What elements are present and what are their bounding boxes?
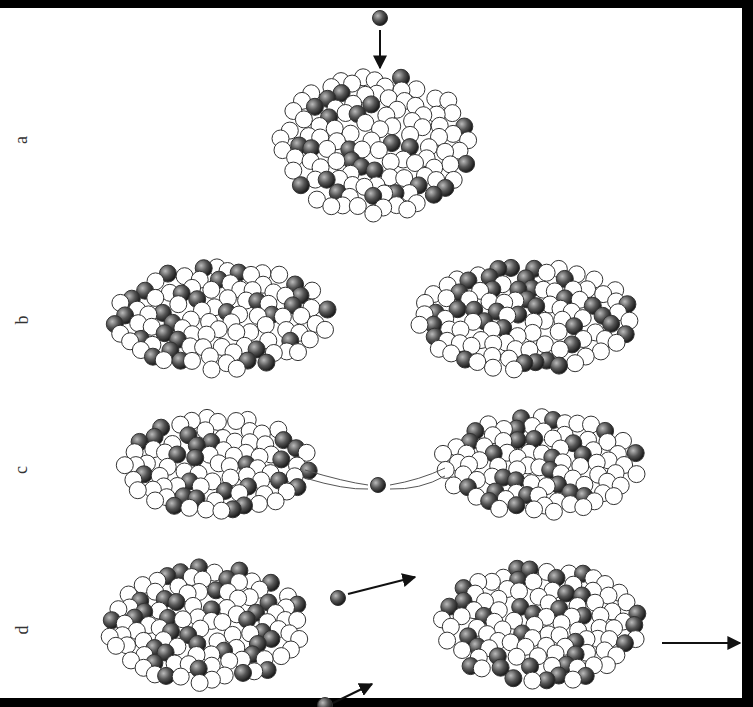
proton — [511, 583, 528, 600]
proton — [250, 495, 267, 512]
neutron — [235, 664, 252, 681]
proton — [469, 354, 486, 371]
neutron — [458, 155, 475, 172]
proton — [550, 323, 567, 340]
neutron — [318, 698, 333, 707]
proton — [317, 321, 334, 338]
proton — [365, 205, 382, 222]
proton — [184, 352, 201, 369]
neutron-arrow — [379, 30, 381, 68]
proton — [295, 111, 312, 128]
proton — [608, 334, 625, 351]
fragment-arrow — [662, 642, 740, 644]
proton — [444, 105, 461, 122]
proton — [349, 198, 366, 215]
neutron — [273, 451, 290, 468]
neutron-arrow — [333, 684, 372, 703]
proton — [267, 493, 284, 510]
neutron — [528, 298, 545, 315]
proton — [323, 198, 340, 215]
stage-label: a — [12, 136, 30, 144]
proton — [399, 201, 416, 218]
proton — [155, 352, 172, 369]
proton — [526, 501, 543, 518]
nucleus — [434, 560, 646, 689]
proton — [170, 296, 187, 313]
proton — [473, 660, 490, 677]
proton — [536, 336, 553, 353]
neutron — [371, 478, 386, 493]
proton — [382, 153, 399, 170]
proton — [271, 266, 288, 283]
neutron-arrow — [348, 577, 415, 594]
proton — [435, 445, 452, 462]
proton — [485, 359, 502, 376]
nucleus — [106, 259, 336, 378]
neutron — [373, 11, 388, 26]
neutron — [551, 357, 568, 374]
neutron — [258, 354, 275, 371]
nucleus — [116, 409, 317, 519]
neutron — [292, 177, 309, 194]
neutron — [166, 497, 183, 514]
proton — [147, 289, 164, 306]
proton — [525, 573, 542, 590]
proton — [442, 156, 459, 173]
proton — [411, 316, 428, 333]
proton — [506, 361, 523, 378]
proton — [191, 674, 208, 691]
proton — [564, 671, 581, 688]
proton — [257, 317, 274, 334]
neutron — [366, 162, 383, 179]
stage-label: b — [13, 315, 31, 324]
proton — [439, 632, 456, 649]
proton — [567, 355, 584, 372]
proton — [116, 457, 133, 474]
proton — [147, 492, 164, 509]
proton — [491, 500, 508, 517]
proton — [107, 637, 124, 654]
neutron — [187, 449, 204, 466]
proton — [575, 499, 592, 516]
proton — [203, 361, 220, 378]
proton — [198, 501, 215, 518]
proton — [538, 264, 555, 281]
nucleus — [101, 559, 308, 692]
nucleus — [435, 409, 646, 521]
proton — [454, 642, 471, 659]
proton — [181, 499, 198, 516]
neutron — [425, 186, 442, 203]
nucleus — [272, 69, 477, 222]
proton — [628, 466, 645, 483]
proton — [545, 503, 562, 520]
neutron — [505, 670, 522, 687]
proton — [605, 488, 622, 505]
neutron — [331, 591, 346, 606]
neutron — [603, 315, 620, 332]
proton — [129, 482, 146, 499]
neutron — [319, 301, 336, 318]
stage-label: d — [13, 625, 31, 634]
proton — [213, 502, 230, 519]
proton — [328, 153, 345, 170]
proton — [172, 668, 189, 685]
proton — [524, 672, 541, 689]
proton — [273, 648, 290, 665]
proton — [228, 360, 245, 377]
nucleus — [411, 259, 638, 378]
stage-label: c — [12, 466, 30, 474]
neutron — [508, 497, 525, 514]
neutron — [168, 594, 185, 611]
proton — [592, 343, 609, 360]
proton — [290, 344, 307, 361]
